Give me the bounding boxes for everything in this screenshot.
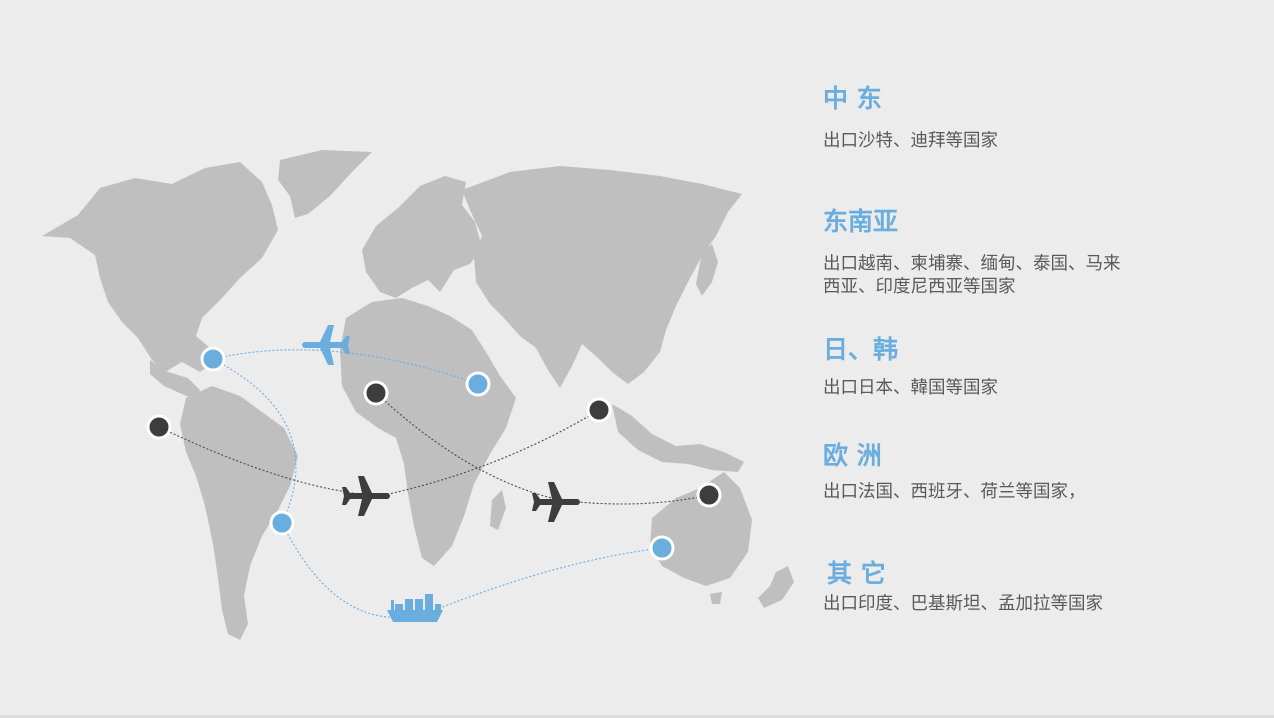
location-marker-icon [200,346,226,372]
location-marker-icon [146,414,172,440]
landmass-africa [340,298,516,566]
region-title: 东南亚 [823,207,899,236]
region-middle-east: 中 东 出口沙特、迪拜等国家 [823,84,1133,153]
location-marker-icon [649,535,675,561]
landmass-madagascar [490,490,506,530]
region-description: 出口法国、西班牙、荷兰等国家， [823,482,1086,502]
landmass-asia [462,166,742,388]
region-description: 出口印度、巴基斯坦、孟加拉等国家 [823,594,1103,614]
landmass-central-america [150,360,200,400]
region-europe: 欧 洲 出口法国、西班牙、荷兰等国家， [823,441,1133,504]
region-southeast-asia: 东南亚 出口越南、柬埔寨、缅甸、泰国、马来西亚、印度尼西亚等国家 [823,207,1133,299]
landmass-southeast-asia-islands [612,404,744,472]
landmass-british-isles [374,220,390,250]
airplane-icon [302,325,350,365]
region-description: 出口越南、柬埔寨、缅甸、泰国、马来西亚、印度尼西亚等国家 [823,254,1121,297]
route-north-america-to-middle-east [212,349,479,385]
landmass-north-america [42,162,278,372]
region-title: 其 它 [827,559,886,588]
location-marker-icon [586,397,612,423]
landmass-japan [696,244,718,296]
bottom-divider [0,715,1274,718]
airplane-icon [342,476,390,516]
landmass-south-america [180,386,298,640]
region-title: 中 东 [823,84,882,113]
region-description: 出口沙特、迪拜等国家 [823,131,998,151]
landmass-tasmania [710,592,722,604]
region-japan-korea: 日、韩 出口日本、韓国等国家 [823,335,1133,400]
region-title: 日、韩 [823,335,899,364]
region-title: 欧 洲 [823,441,882,470]
region-other: 其 它 出口印度、巴基斯坦、孟加拉等国家 [823,559,1113,616]
location-marker-icon [465,371,491,397]
route-south-america-to-australia [281,522,663,618]
route-west-africa-to-australia [375,392,710,505]
landmass-australia [650,472,752,586]
location-marker-icon [363,380,389,406]
landmass-europe [362,176,482,298]
region-description: 出口日本、韓国等国家 [823,378,998,398]
landmass-caribbean [175,350,205,360]
cargo-ship-icon [387,594,443,622]
airplane-icon [532,482,580,522]
landmass-greenland [278,150,372,218]
location-marker-icon [269,510,295,536]
landmass-new-zealand [758,566,794,608]
location-marker-icon [696,482,722,508]
